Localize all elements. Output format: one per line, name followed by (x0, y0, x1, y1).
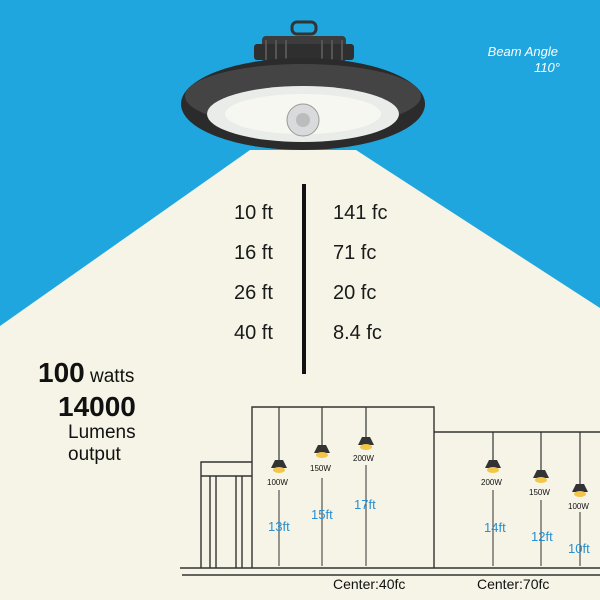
fixture-wattage-label: 150W (310, 464, 331, 473)
center-illuminance-label: Center:40fc (333, 576, 406, 592)
spec-block: 100 watts 14000 Lumens output (38, 358, 136, 466)
mini-fixture-icon (314, 445, 330, 458)
mini-fixture-icons (271, 437, 588, 497)
height-measure-lines (278, 465, 581, 566)
footcandle-column: 141 fc 71 fc 20 fc 8.4 fc (333, 200, 387, 360)
distance-value: 16 ft (234, 242, 273, 264)
fixture-height-label: 12ft (531, 529, 553, 544)
distance-value: 40 ft (234, 322, 273, 344)
distance-value: 10 ft (234, 202, 273, 224)
mini-fixture-icon (358, 437, 374, 450)
warehouse-drawing (180, 406, 600, 576)
fixture-height-label: 14ft (484, 520, 506, 535)
mini-fixture-icon (572, 484, 588, 497)
footcandle-value: 71 fc (333, 242, 377, 264)
fixture-height-label: 17ft (354, 497, 376, 512)
mini-fixture-icon (271, 460, 287, 473)
footcandle-value: 8.4 fc (333, 322, 382, 344)
center-illuminance-label: Center:70fc (477, 576, 550, 592)
lumens-label: Lumens (68, 422, 136, 443)
lumens-value: 14000 (58, 391, 136, 422)
footcandle-value: 20 fc (333, 282, 377, 304)
watts-value: 100 (38, 357, 85, 388)
mini-fixture-icon (485, 460, 501, 473)
output-label: output (68, 444, 121, 465)
watts-unit: watts (90, 366, 135, 387)
beam-angle-value: 110° (534, 60, 560, 75)
fixture-wattage-label: 100W (568, 502, 589, 511)
mini-fixture-icon (533, 470, 549, 483)
beam-angle-label: Beam Angle 110° (487, 44, 560, 76)
beam-angle-title: Beam Angle (487, 44, 558, 59)
fixture-wattage-label: 200W (481, 478, 502, 487)
light-beam (0, 150, 600, 600)
fixture-height-label: 15ft (311, 507, 333, 522)
fixture-wattage-label: 100W (267, 478, 288, 487)
distance-column: 10 ft 16 ft 26 ft 40 ft (234, 200, 273, 360)
ufo-light-fixture (181, 20, 425, 150)
fixture-height-label: 10ft (568, 541, 590, 556)
fixture-wattage-label: 150W (529, 488, 550, 497)
footcandle-value: 141 fc (333, 202, 388, 224)
distance-value: 26 ft (234, 282, 273, 304)
table-divider (302, 184, 306, 374)
fixture-height-label: 13ft (268, 519, 290, 534)
fixture-wattage-label: 200W (353, 454, 374, 463)
fixture-drop-lines (278, 407, 581, 484)
